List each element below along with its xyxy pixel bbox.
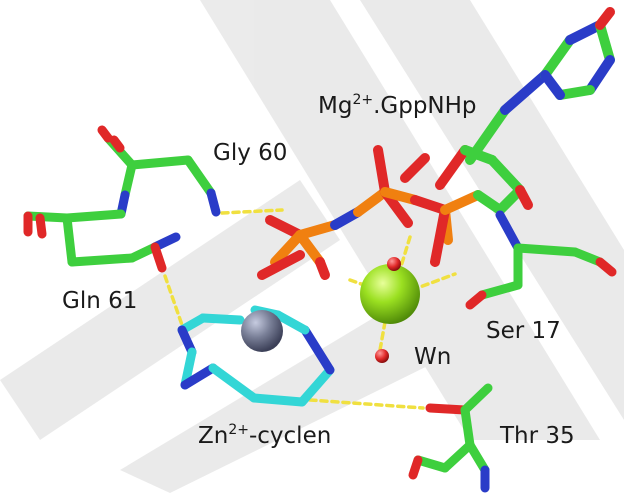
label-zn-cyclen: Zn2+-cyclen bbox=[198, 422, 332, 449]
label-gly60: Gly 60 bbox=[213, 140, 288, 166]
gppnhp-molecule bbox=[257, 7, 615, 280]
hydrogen-bonds bbox=[163, 208, 457, 410]
cyclen-ring bbox=[177, 305, 335, 407]
gly60-gln61-backbone bbox=[23, 125, 221, 273]
label-gln61: Gln 61 bbox=[62, 288, 138, 314]
zinc-ion bbox=[241, 310, 283, 352]
water-molecule-lower bbox=[375, 349, 389, 363]
label-mg-gppnhp: Mg2+.GppNHp bbox=[318, 92, 477, 119]
label-thr35: Thr 35 bbox=[500, 423, 575, 449]
magnesium-ion bbox=[360, 264, 420, 324]
ser17-residue bbox=[465, 210, 617, 310]
label-ser17: Ser 17 bbox=[486, 318, 561, 344]
label-wn: Wn bbox=[414, 344, 452, 370]
water-molecule-upper bbox=[387, 257, 401, 271]
thr35-residue bbox=[408, 383, 493, 493]
